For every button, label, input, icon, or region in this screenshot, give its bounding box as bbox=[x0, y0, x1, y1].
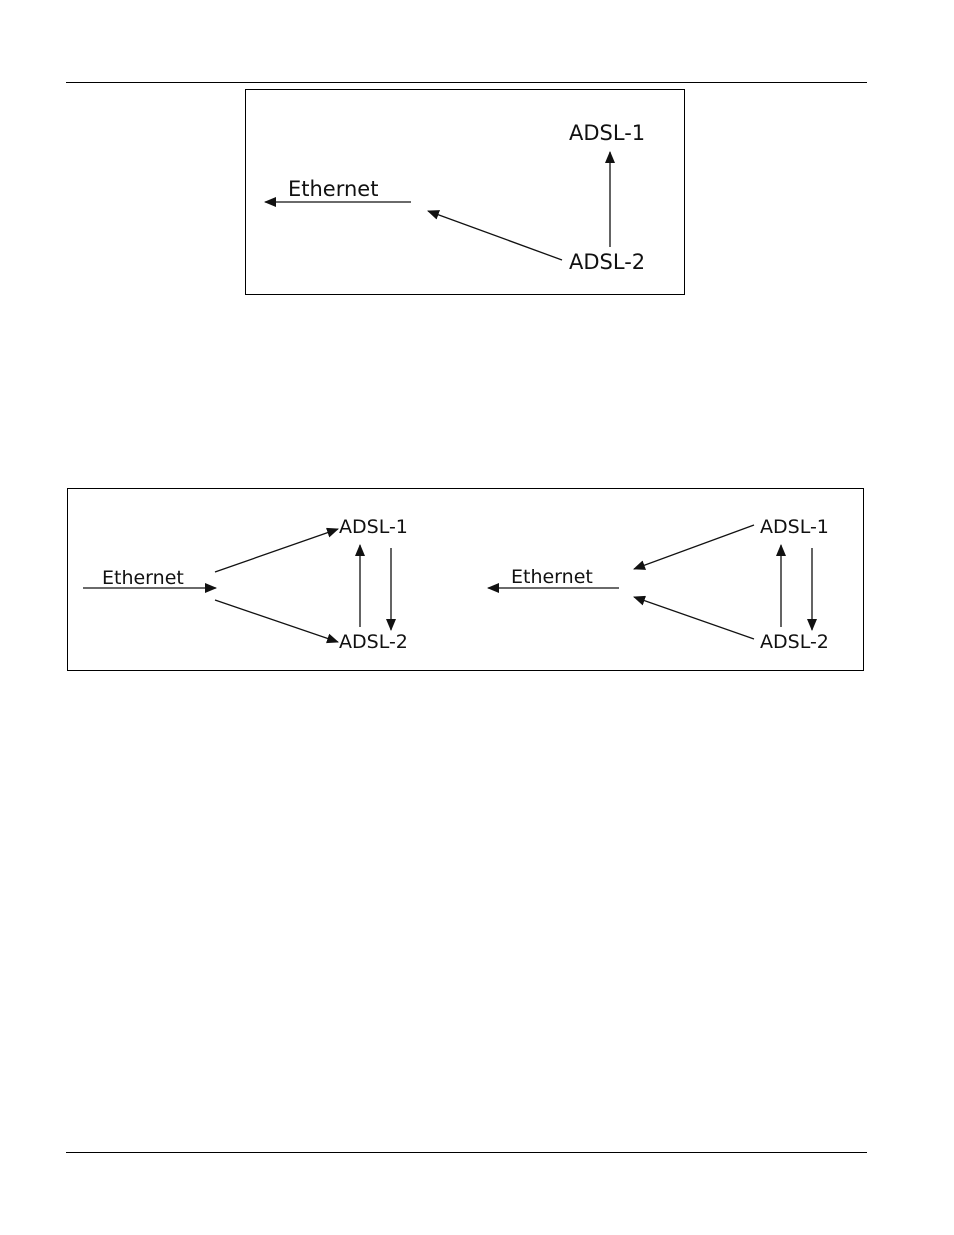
left-adsl2-label: ADSL-2 bbox=[339, 631, 408, 653]
left-arrow-to-adsl1 bbox=[215, 529, 338, 572]
figure-upstream-diagram: Ethernet ADSL-1 ADSL-2 bbox=[245, 89, 685, 295]
adsl2-label: ADSL-2 bbox=[569, 250, 645, 274]
header-rule bbox=[66, 82, 867, 83]
left-arrow-to-adsl2 bbox=[215, 600, 338, 642]
left-subdiagram: Ethernet ADSL-1 ADSL-2 bbox=[83, 516, 408, 653]
figure-upstream-svg: Ethernet ADSL-1 ADSL-2 bbox=[246, 90, 686, 296]
footer-rule bbox=[66, 1152, 867, 1153]
adsl1-label: ADSL-1 bbox=[569, 121, 645, 145]
left-ethernet-label: Ethernet bbox=[102, 567, 184, 589]
ethernet-label: Ethernet bbox=[288, 177, 378, 201]
right-adsl2-label: ADSL-2 bbox=[760, 631, 829, 653]
figure-bonding-svg: Ethernet ADSL-1 ADSL-2 Ethernet ADSL-1 A… bbox=[68, 489, 865, 672]
right-arrow-from-adsl1 bbox=[634, 525, 754, 569]
right-subdiagram: Ethernet ADSL-1 ADSL-2 bbox=[488, 516, 829, 653]
right-adsl1-label: ADSL-1 bbox=[760, 516, 829, 538]
right-ethernet-label: Ethernet bbox=[511, 566, 593, 588]
figure-bonding-diagram: Ethernet ADSL-1 ADSL-2 Ethernet ADSL-1 A… bbox=[67, 488, 864, 671]
left-adsl1-label: ADSL-1 bbox=[339, 516, 408, 538]
arrow-adsl2-to-ethernet bbox=[428, 211, 562, 260]
right-arrow-from-adsl2 bbox=[634, 597, 754, 639]
